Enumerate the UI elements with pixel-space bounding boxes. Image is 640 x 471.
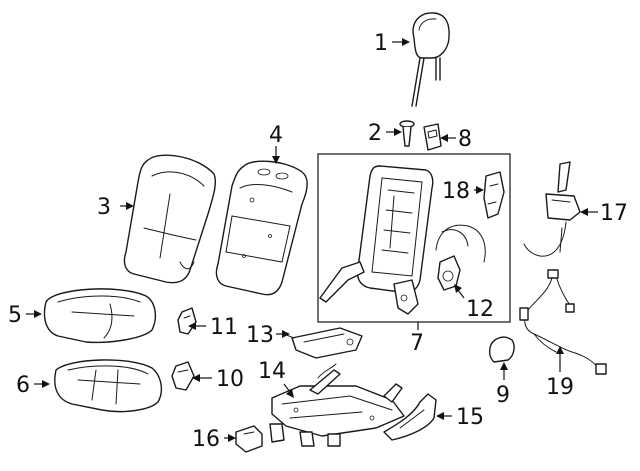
callout-10: 10 bbox=[216, 367, 244, 392]
arrow-2 bbox=[394, 128, 402, 136]
callout-18: 18 bbox=[442, 179, 470, 204]
hinge-cover-upper-part bbox=[177, 307, 197, 335]
release-handle-part bbox=[523, 161, 581, 257]
arrow-4 bbox=[272, 156, 280, 164]
arrow-17 bbox=[580, 208, 588, 216]
callout-11: 11 bbox=[210, 315, 238, 340]
callout-19: 19 bbox=[546, 375, 574, 400]
arrow-6 bbox=[42, 380, 50, 388]
arrow-9 bbox=[500, 362, 508, 370]
bracket-plate-part bbox=[283, 327, 363, 359]
callout-labels: 1 2 3 4 5 6 7 8 9 10 11 12 13 14 15 16 1… bbox=[8, 31, 628, 452]
callout-9: 9 bbox=[496, 383, 510, 408]
headrest-guide-part bbox=[399, 120, 415, 147]
hinge-cover-lower-part bbox=[171, 361, 195, 391]
arrow-10 bbox=[192, 374, 200, 382]
small-bracket-part bbox=[235, 425, 263, 453]
callout-12: 12 bbox=[466, 297, 494, 322]
callout-13: 13 bbox=[246, 323, 274, 348]
arrow-14 bbox=[286, 389, 294, 398]
arrow-16 bbox=[228, 434, 236, 442]
seat-cushion-pad-part bbox=[54, 359, 163, 413]
seat-frame-base-part bbox=[269, 363, 405, 447]
arrow-15 bbox=[436, 412, 444, 420]
callout-14: 14 bbox=[258, 359, 286, 384]
callout-5: 5 bbox=[8, 303, 22, 328]
callout-1: 1 bbox=[374, 31, 388, 56]
side-trim-part bbox=[383, 393, 437, 441]
arrow-3 bbox=[126, 202, 134, 210]
leader-12 bbox=[457, 289, 465, 299]
callout-4: 4 bbox=[269, 123, 283, 148]
trim-cap-part bbox=[488, 336, 515, 363]
seat-frame-group-box bbox=[317, 153, 511, 323]
callout-2: 2 bbox=[368, 121, 382, 146]
arrow-11 bbox=[188, 322, 196, 330]
arrow-8 bbox=[440, 134, 448, 142]
callout-16: 16 bbox=[192, 427, 220, 452]
arrow-18 bbox=[476, 186, 484, 194]
callout-7: 7 bbox=[410, 331, 424, 356]
callout-17: 17 bbox=[600, 201, 628, 226]
seat-back-panel-part bbox=[215, 160, 308, 296]
wire-harness-part bbox=[519, 269, 607, 375]
callout-15: 15 bbox=[456, 405, 484, 430]
arrow-19 bbox=[556, 346, 564, 354]
callout-3: 3 bbox=[97, 195, 111, 220]
seat-frame-group bbox=[317, 153, 511, 323]
arrow-12 bbox=[454, 284, 462, 293]
arrow-13 bbox=[282, 330, 290, 338]
arrow-5 bbox=[34, 310, 42, 318]
headrest-part bbox=[411, 12, 450, 107]
leader-14 bbox=[283, 383, 291, 393]
callout-8: 8 bbox=[458, 127, 472, 152]
seat-back-cover-part bbox=[123, 154, 217, 284]
guide-cap-part bbox=[423, 123, 442, 151]
seat-cushion-cover-part bbox=[43, 288, 157, 344]
leader-lines bbox=[26, 38, 598, 442]
callout-6: 6 bbox=[16, 373, 30, 398]
arrow-1 bbox=[402, 38, 410, 46]
